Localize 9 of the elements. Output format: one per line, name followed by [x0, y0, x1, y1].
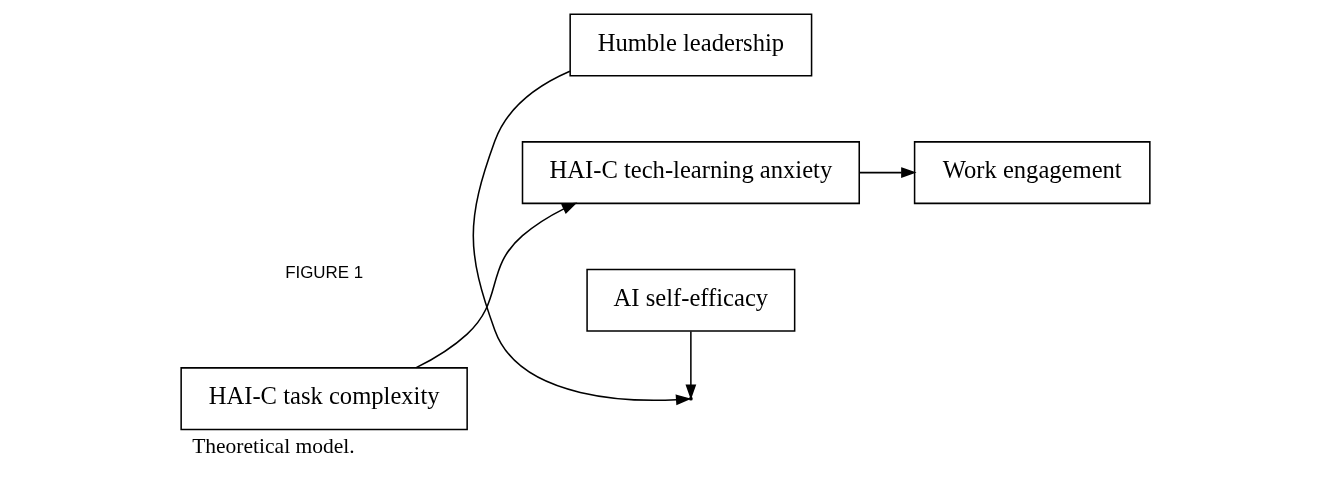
node-box: Work engagement — [913, 141, 1151, 205]
label: FIGURE 1 — [285, 263, 364, 283]
node-box: AI self-efficacy — [586, 268, 796, 332]
node-box: HAI-C tech-learning anxiety — [521, 141, 860, 205]
arrow — [415, 202, 578, 369]
node-box: HAI-C task complexity — [180, 367, 468, 431]
arrow — [858, 167, 917, 178]
caption: Theoretical model. — [192, 433, 355, 458]
node-box: Humble leadership — [569, 13, 813, 77]
